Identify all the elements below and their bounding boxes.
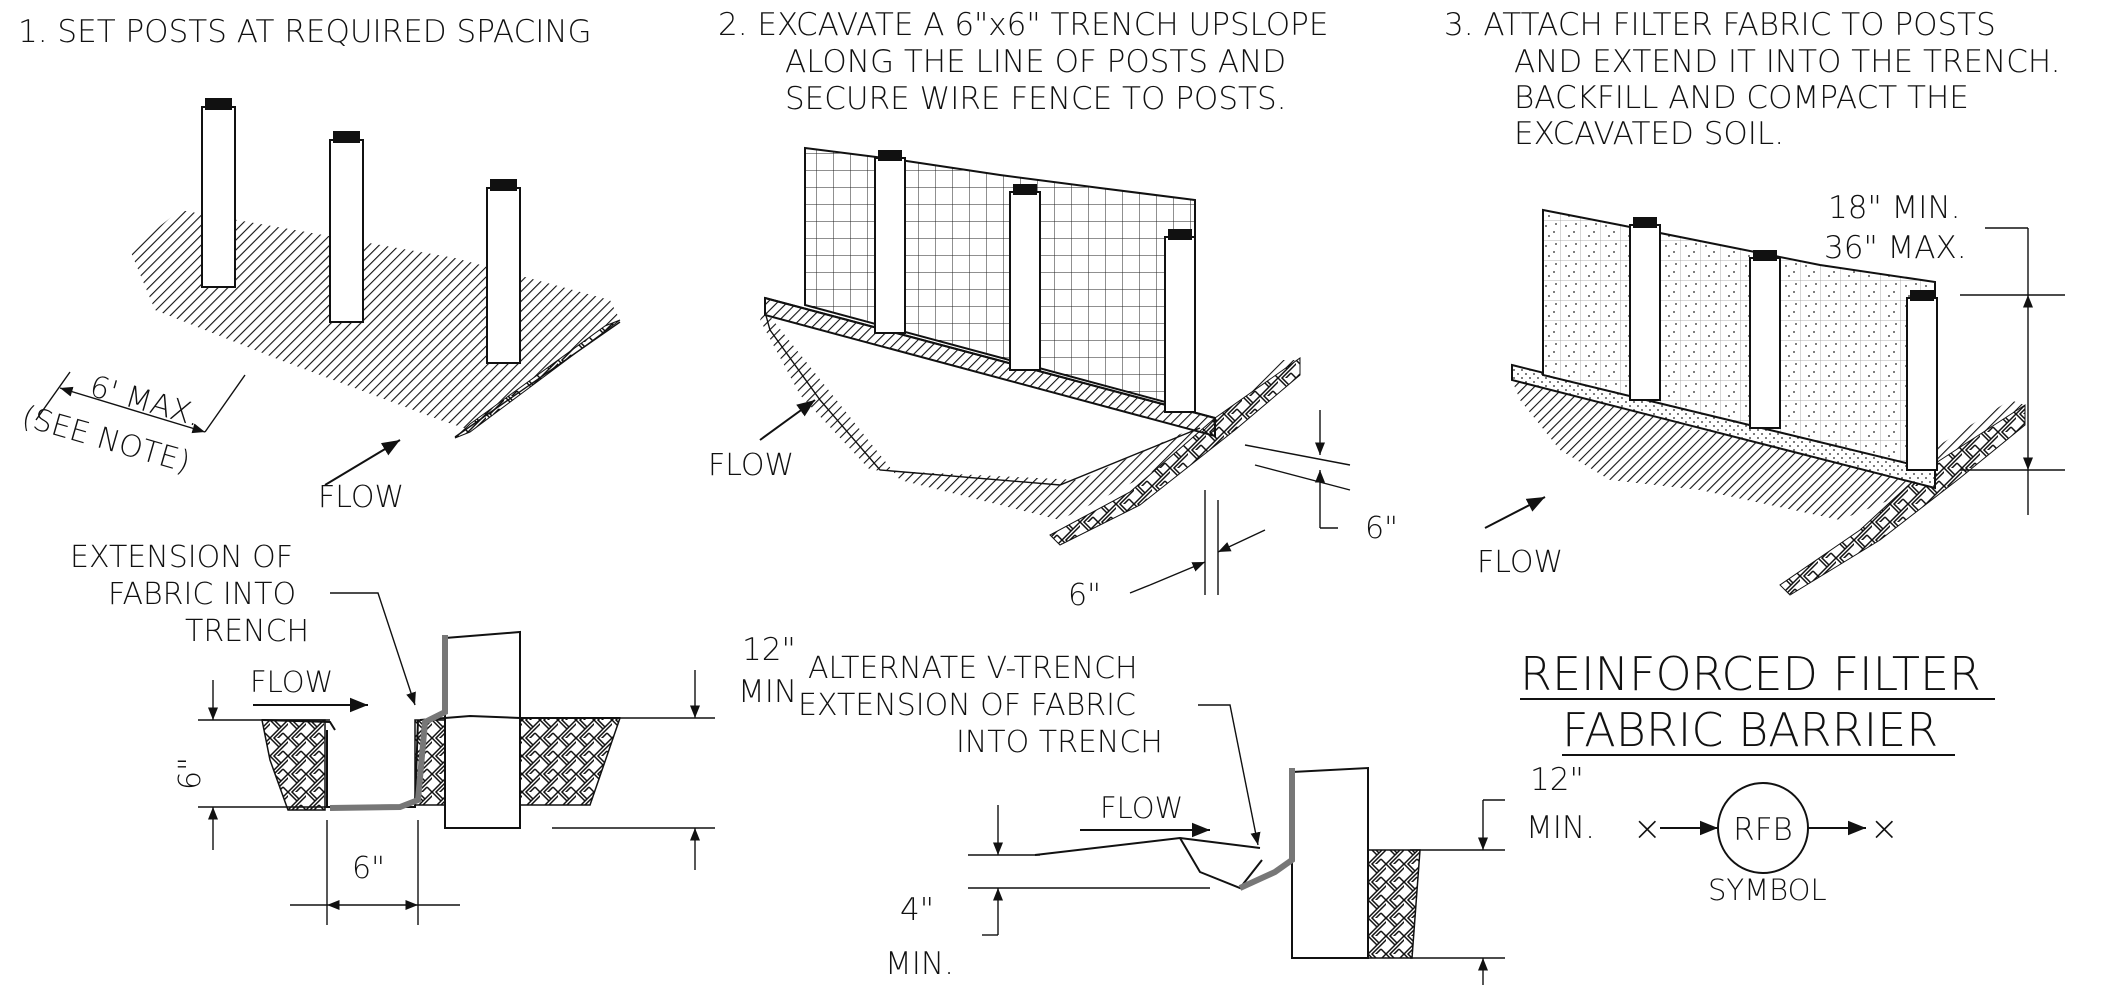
- post: [201, 98, 236, 288]
- post: [444, 630, 521, 829]
- flow-arrow: [1484, 496, 1546, 529]
- svg-text:3. ATTACH FILTER FABRIC TO POS: 3. ATTACH FILTER FABRIC TO POSTS: [1444, 7, 1996, 43]
- depth-min-label: MIN.: [885, 946, 954, 982]
- rfb-symbol: × RFB × SYMBOL: [1633, 782, 1899, 907]
- depth-min-label: MIN.: [1526, 810, 1595, 846]
- svg-text:EXTENSION OF: EXTENSION OF: [70, 540, 293, 575]
- flow-arrow: [759, 399, 816, 441]
- svg-text:SECURE WIRE FENCE TO POSTS.: SECURE WIRE FENCE TO POSTS.: [785, 81, 1286, 117]
- post: [1906, 290, 1938, 471]
- spacing-dimension-line: [59, 386, 206, 434]
- depth-12-label: 12": [742, 632, 796, 668]
- panel-excavate-trench: 6" 6" FLOW: [708, 146, 1398, 613]
- ground-hatch: [130, 210, 620, 430]
- flow-label: FLOW: [1100, 791, 1183, 825]
- svg-text:FABRIC INTO: FABRIC INTO: [108, 577, 296, 612]
- post: [1749, 250, 1781, 429]
- post: [1164, 229, 1196, 413]
- panel-set-posts: 6' MAX. (SEE NOTE) FLOW: [18, 98, 621, 515]
- symbol-caption: SYMBOL: [1708, 873, 1827, 907]
- end-mark-icon: ×: [1870, 809, 1899, 849]
- step1-text: 1. SET POSTS AT REQUIRED SPACING: [18, 14, 592, 50]
- svg-text:FABRIC BARRIER: FABRIC BARRIER: [1562, 703, 1938, 757]
- panel-trench-section: EXTENSION OF FABRIC INTO TRENCH FLOW 6": [70, 540, 797, 925]
- svg-text:EXTENSION OF FABRIC: EXTENSION OF FABRIC: [798, 688, 1136, 723]
- depth-12-label: 12": [1530, 762, 1584, 798]
- flow-label: FLOW: [318, 480, 404, 515]
- fabric-line: [329, 635, 448, 811]
- post: [1009, 184, 1041, 371]
- ground-hatch: [760, 310, 1300, 520]
- svg-text:BACKFILL AND COMPACT THE: BACKFILL AND COMPACT THE: [1514, 80, 1969, 116]
- depth-4-label: 4": [900, 892, 934, 928]
- svg-text:2. EXCAVATE A 6"x6" TRENCH UPS: 2. EXCAVATE A 6"x6" TRENCH UPSLOPE: [718, 7, 1328, 43]
- flow-label: FLOW: [708, 448, 794, 483]
- step3-text: 3. ATTACH FILTER FABRIC TO POSTS AND EXT…: [1444, 7, 2061, 152]
- depth-min-label: MIN: [738, 674, 797, 710]
- flow-arrow: [324, 439, 401, 486]
- height-max-label: 36" MAX.: [1824, 230, 1967, 266]
- panel-v-trench: ALTERNATE V-TRENCH EXTENSION OF FABRIC I…: [798, 651, 1595, 985]
- end-mark-icon: ×: [1633, 809, 1662, 849]
- trench-depth-label: 6": [1365, 511, 1398, 546]
- svg-text:REINFORCED FILTER: REINFORCED FILTER: [1520, 647, 1981, 701]
- svg-text:TRENCH: TRENCH: [185, 614, 309, 649]
- ground-soil-edge: [1049, 357, 1301, 546]
- trench-width-label: 6": [1068, 578, 1101, 613]
- post: [1629, 217, 1661, 401]
- trench-depth-label: 6": [173, 757, 208, 790]
- soil-left: [261, 719, 326, 811]
- flow-label: FLOW: [1477, 545, 1563, 580]
- trench-width-label: 6": [352, 851, 385, 886]
- panel-attach-fabric: 18" MIN. 36" MAX. FLOW: [1477, 190, 2065, 596]
- height-min-label: 18" MIN.: [1828, 190, 1961, 226]
- fabric-line: [1238, 768, 1295, 891]
- svg-text:ALTERNATE V-TRENCH: ALTERNATE V-TRENCH: [808, 651, 1138, 686]
- svg-text:INTO TRENCH: INTO TRENCH: [956, 725, 1163, 760]
- svg-text:ALONG THE LINE OF POSTS AND: ALONG THE LINE OF POSTS AND: [785, 44, 1286, 80]
- symbol-code: RFB: [1733, 812, 1793, 848]
- svg-text:EXCAVATED SOIL.: EXCAVATED SOIL.: [1514, 116, 1784, 152]
- ground-hatch: [1510, 375, 2025, 520]
- post: [486, 179, 521, 364]
- flow-label: FLOW: [250, 665, 333, 699]
- post: [329, 131, 364, 323]
- svg-text:AND EXTEND IT INTO THE TRENCH.: AND EXTEND IT INTO THE TRENCH.: [1514, 44, 2061, 80]
- post: [874, 150, 906, 334]
- post: [1291, 766, 1369, 959]
- soil-right: [1367, 849, 1421, 959]
- soil-right-far: [519, 717, 622, 806]
- step2-text: 2. EXCAVATE A 6"x6" TRENCH UPSLOPE ALONG…: [718, 7, 1328, 117]
- drawing-title: REINFORCED FILTER FABRIC BARRIER: [1520, 647, 1995, 757]
